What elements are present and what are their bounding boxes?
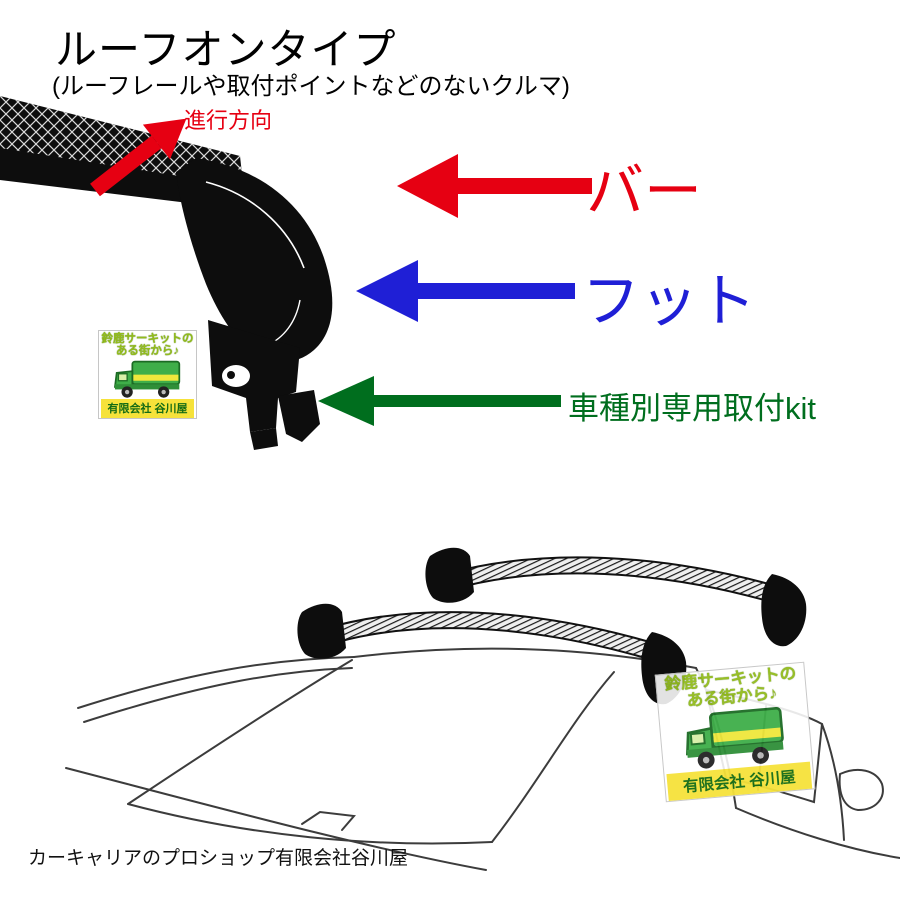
watermark-company: 有限会社 谷川屋 <box>101 398 194 418</box>
direction-label: 進行方向 <box>184 108 273 133</box>
bar-label: バー <box>586 159 703 224</box>
shop-watermark-badge: 鈴鹿サーキットの ある街から♪ 有限会社 谷川屋 <box>98 330 197 419</box>
kit-label: 車種別専用取付kit <box>568 391 816 426</box>
foot-arrow <box>356 260 575 322</box>
roof-crossbars <box>297 547 807 705</box>
direction-arrow <box>90 118 187 197</box>
watermark-line2: ある街から♪ <box>115 345 180 358</box>
page-subtitle: (ルーフレールや取付ポイントなどのないクルマ) <box>52 73 570 100</box>
footer-text: カーキャリアのプロショップ有限会社谷川屋 <box>28 848 409 869</box>
truck-icon <box>113 360 180 398</box>
watermark-line1: 鈴鹿サーキットの <box>101 333 194 345</box>
bar-arrow <box>397 154 592 218</box>
foot-label: フット <box>582 269 757 334</box>
page-title: ルーフオンタイプ <box>55 26 397 73</box>
truck-icon <box>685 706 784 769</box>
crossbar-rear <box>425 547 807 647</box>
shop-watermark-badge-large: 鈴鹿サーキットの ある街から♪ 有限会社 谷川屋 <box>654 661 816 802</box>
kit-arrow <box>318 376 561 426</box>
crossbar-front <box>297 603 687 705</box>
roof-foot-illustration <box>0 96 333 450</box>
